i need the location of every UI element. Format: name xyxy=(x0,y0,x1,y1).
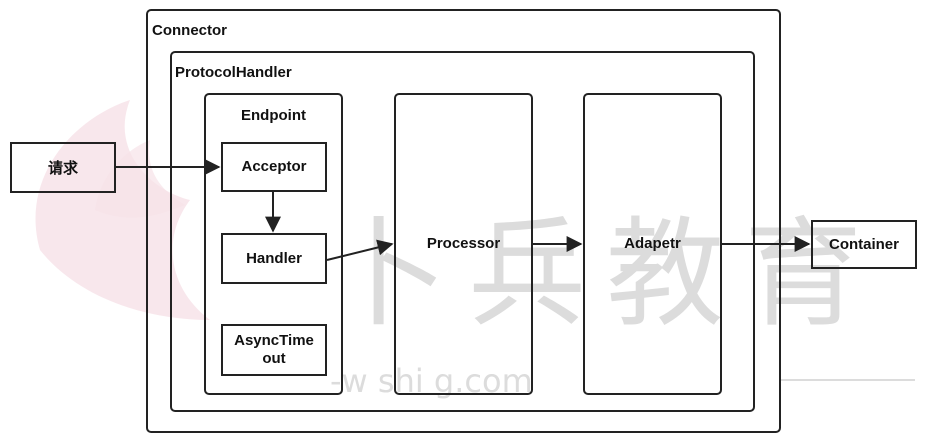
connector-container xyxy=(146,9,781,433)
async-timeout-node[interactable]: AsyncTime out xyxy=(221,324,327,376)
connector-label: Connector xyxy=(152,22,227,39)
processor-node[interactable]: Processor xyxy=(394,93,533,395)
acceptor-node[interactable]: Acceptor xyxy=(221,142,327,192)
request-node[interactable]: 请求 xyxy=(10,142,116,193)
endpoint-label: Endpoint xyxy=(241,107,306,124)
async-timeout-line2: out xyxy=(262,350,286,367)
container-node[interactable]: Container xyxy=(811,220,917,269)
protocol-handler-container xyxy=(170,51,755,412)
handler-node[interactable]: Handler xyxy=(221,233,327,284)
async-timeout-line1: AsyncTime xyxy=(234,332,314,349)
adapter-node[interactable]: Adapetr xyxy=(583,93,722,395)
protocol-handler-label: ProtocolHandler xyxy=(175,64,292,81)
